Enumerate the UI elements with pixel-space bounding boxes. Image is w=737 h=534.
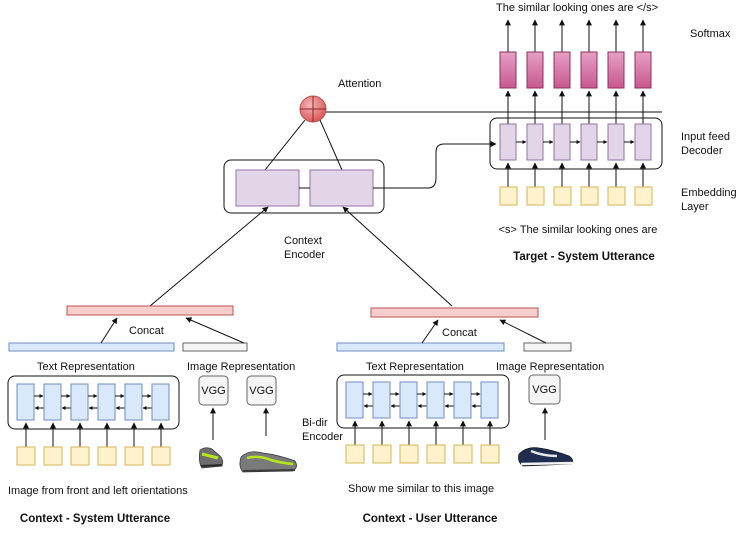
embedding-label: Embedding — [681, 187, 737, 199]
right-image-rep-bar — [523, 342, 572, 352]
left-title: Context - System Utterance — [20, 513, 170, 525]
embedding-cell — [124, 446, 144, 466]
left-text-rep-label: Text Representation — [37, 361, 135, 373]
shoe-icon — [518, 447, 574, 467]
rnn-cell — [151, 383, 170, 421]
embedding-cell — [426, 444, 446, 464]
context-encoder-cell-right — [309, 169, 374, 207]
embedding-cell — [97, 446, 117, 466]
right-image-rep-label: Image Representation — [496, 361, 604, 373]
left-vgg-box-1 — [198, 375, 229, 406]
right-text-rep-bar — [336, 342, 505, 352]
embedding-cell — [16, 446, 36, 466]
input-feed-label: Input feed — [681, 131, 730, 143]
rnn-cell — [70, 383, 89, 421]
left-rnn-cells — [16, 383, 170, 421]
embedding-cell — [345, 444, 365, 464]
attention-label: Attention — [338, 78, 381, 90]
decoder-cell — [634, 123, 652, 161]
encoder-label: Encoder — [284, 249, 325, 261]
softmax-label: Softmax — [690, 28, 731, 40]
context-encoder-box — [223, 159, 385, 214]
left-concat-to-encoder-arrow — [149, 206, 269, 307]
left-caption: Image from front and left orientations — [8, 485, 188, 497]
softmax-cell — [526, 51, 544, 89]
left-concat-label: Concat — [129, 325, 164, 337]
rnn-cell — [124, 383, 143, 421]
decoder-cells — [499, 90, 652, 161]
embedding-cell — [607, 186, 626, 206]
right-concat-to-encoder-arrow — [342, 206, 453, 307]
decoder-cell — [607, 123, 625, 161]
left-vgg-box-2 — [246, 375, 277, 406]
right-caption: Show me similar to this image — [348, 483, 494, 495]
decoder-cell — [553, 123, 571, 161]
context-label: Context — [284, 235, 322, 247]
decoder-cell — [580, 123, 598, 161]
rnn-cell — [426, 381, 445, 419]
rnn-cell — [16, 383, 35, 421]
softmax-cell — [634, 51, 652, 89]
right-title: Context - User Utterance — [363, 513, 498, 525]
left-text-rep-bar — [8, 342, 175, 352]
right-embedding-cells — [345, 420, 500, 464]
decoder-input-sentence: <s> The similar looking ones are — [499, 224, 658, 236]
rnn-cell — [43, 383, 62, 421]
output-sentence: The similar looking ones are </s> — [496, 2, 658, 14]
softmax-cell — [607, 51, 625, 89]
left-vgg-label-1: VGG — [201, 385, 225, 397]
right-vgg-label: VGG — [532, 384, 556, 396]
right-concat-bar — [370, 307, 539, 318]
right-text-rep-label: Text Representation — [366, 361, 464, 373]
left-image-rep-bar — [182, 342, 248, 352]
embedding-cell — [372, 444, 392, 464]
encoder-sub-label: Encoder — [302, 431, 343, 443]
shoe-icon — [198, 447, 224, 469]
rnn-cell — [97, 383, 116, 421]
right-rnn-cells — [345, 381, 499, 419]
softmax-cell — [553, 51, 571, 89]
embedding-cell — [634, 186, 653, 206]
layer-label: Layer — [681, 201, 709, 213]
embedding-cell — [43, 446, 63, 466]
bidir-label: Bi-dir — [302, 417, 328, 429]
embedding-cells — [499, 162, 653, 206]
decoder-cell — [526, 123, 544, 161]
embedding-cell — [480, 444, 500, 464]
context-encoder-cell-left — [235, 169, 300, 207]
right-bidir-encoder-box — [336, 374, 510, 429]
rnn-cell — [399, 381, 418, 419]
softmax-cell — [499, 51, 517, 89]
shoe-icon — [239, 451, 297, 473]
rnn-cell — [345, 381, 364, 419]
embedding-cell — [399, 444, 419, 464]
embedding-cell — [70, 446, 90, 466]
left-embedding-cells — [16, 422, 171, 466]
left-bidir-encoder-box — [7, 375, 180, 430]
softmax-layer — [499, 19, 652, 89]
decoder-cell — [499, 123, 517, 161]
embedding-cell — [580, 186, 599, 206]
embedding-cell — [499, 186, 518, 206]
left-image-rep-label: Image Representation — [187, 361, 295, 373]
right-vgg-box — [528, 374, 561, 405]
embedding-cell — [526, 186, 545, 206]
left-vgg-label-2: VGG — [249, 385, 273, 397]
left-concat-bar — [66, 305, 234, 316]
embedding-cell — [151, 446, 171, 466]
target-title: Target - System Utterance — [513, 251, 655, 263]
encoder-to-decoder-arrow — [373, 141, 497, 189]
embedding-cell — [553, 186, 572, 206]
rnn-cell — [372, 381, 391, 419]
right-concat-label: Concat — [442, 327, 477, 339]
embedding-cell — [453, 444, 473, 464]
rnn-cell — [480, 381, 499, 419]
softmax-cell — [580, 51, 598, 89]
decoder-label: Decoder — [681, 145, 723, 157]
rnn-cell — [453, 381, 472, 419]
